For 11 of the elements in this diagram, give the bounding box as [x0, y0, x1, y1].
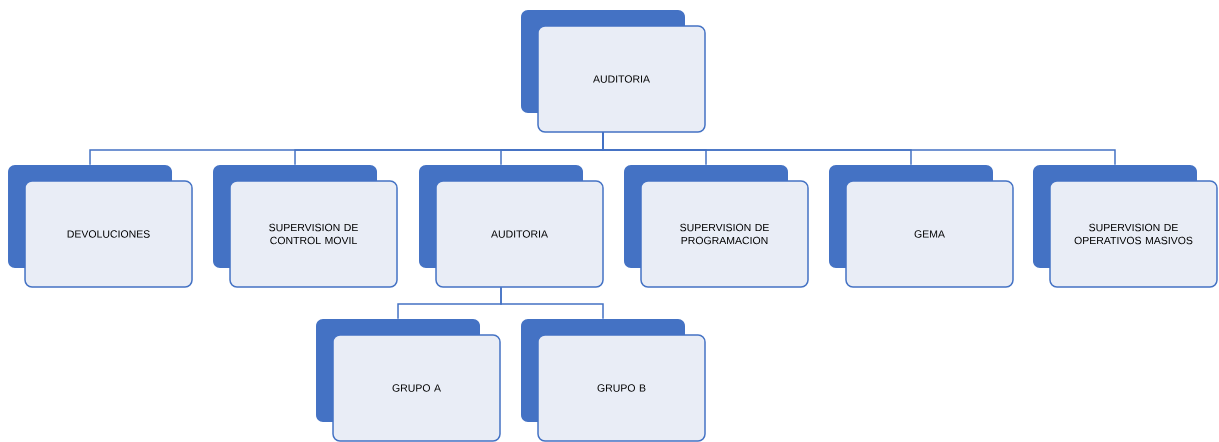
stacked-box: GEMA: [829, 165, 1014, 288]
stacked-box: DEVOLUCIONES: [8, 165, 193, 288]
stacked-box: SUPERVISION DE PROGRAMACION: [624, 165, 809, 288]
stacked-box: GRUPO A: [316, 319, 501, 442]
connector: [602, 131, 1116, 166]
stacked-box: AUDITORIA: [521, 10, 706, 133]
stacked-box: SUPERVISION DE CONTROL MOVIL: [213, 165, 398, 288]
stacked-box: AUDITORIA: [419, 165, 604, 288]
connector: [500, 286, 604, 320]
stacked-box: GRUPO B: [521, 319, 706, 442]
stacked-box: SUPERVISION DE OPERATIVOS MASIVOS: [1033, 165, 1218, 288]
